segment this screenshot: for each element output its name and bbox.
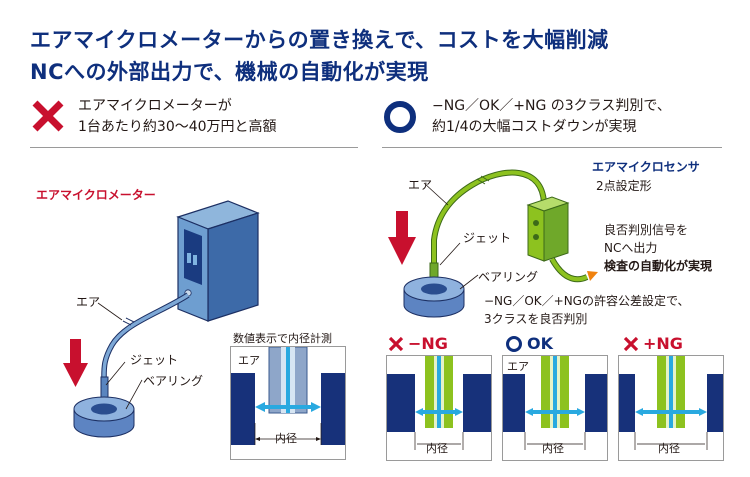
class-header-minus-ng: −NG [388, 334, 448, 353]
class-air-label: エア [507, 360, 529, 373]
cross-mark-icon [388, 336, 404, 351]
tolerance-line-1: −NG／OK／+NGの許容公差設定で、 [484, 294, 690, 308]
cross-mark-icon [32, 100, 64, 132]
class-label: +NG [643, 334, 683, 353]
left-jet-label: ジェット [130, 353, 179, 367]
right-lead-line-2: 約1/4の大幅コストダウンが実現 [432, 119, 637, 135]
signal-line-3: 検査の自動化が実現 [604, 259, 713, 273]
inset-diameter-label: 内径 [275, 432, 297, 445]
right-divider [382, 147, 722, 148]
class-label: −NG [408, 334, 448, 353]
circle-mark-icon [384, 101, 416, 133]
left-air-label: エア [76, 295, 101, 309]
sensor-sub-label: 2点設定形 [596, 179, 652, 193]
air-micrometer-label: エアマイクロメーター [36, 188, 156, 202]
signal-line-1: 良否判別信号を [604, 223, 689, 237]
air-micro-sensor [526, 196, 570, 262]
tolerance-line-2: 3クラスを良否判別 [484, 312, 588, 326]
air-micro-sensor-illustration [388, 169, 598, 318]
inset-air-label: エア [238, 354, 260, 367]
headline-line-1: エアマイクロメーターからの置き換えで、コストを大幅削減 [30, 28, 609, 52]
left-divider [30, 147, 358, 148]
output-arrow-icon [587, 271, 598, 281]
class-diameter-label: 内径 [658, 442, 680, 455]
right-lead-line-1: −NG／OK／+NG の3クラス判別で、 [432, 98, 671, 114]
bearing-left [73, 396, 135, 438]
down-arrow-icon [63, 339, 88, 387]
class-diagram-plus-ng [619, 356, 723, 450]
left-lead-line-2: 1台あたり約30〜40万円と高額 [78, 119, 277, 135]
left-bearing-label: ベアリング [143, 374, 204, 388]
right-air-label: エア [408, 178, 433, 192]
right-bearing-label: ベアリング [478, 270, 539, 284]
sensor-label: エアマイクロセンサ [592, 160, 700, 174]
class-header-plus-ng: +NG [623, 334, 683, 353]
inset-diagram [231, 347, 345, 445]
cross-mark-icon [623, 336, 639, 351]
signal-line-2: NCへ出力 [604, 241, 658, 255]
left-lead-line-1: エアマイクロメーターが [78, 98, 232, 114]
class-diagram-minus-ng [387, 356, 491, 450]
down-arrow-icon [388, 211, 416, 265]
headline-line-2: NCへの外部出力で、機械の自動化が実現 [30, 60, 429, 84]
class-diameter-label: 内径 [426, 442, 448, 455]
class-label: OK [527, 334, 553, 353]
bearing-right [403, 276, 465, 318]
class-diagram-ok [503, 356, 607, 450]
right-jet-label: ジェット [463, 231, 512, 245]
air-micrometer-device [176, 200, 260, 322]
class-header-ok: OK [505, 334, 553, 353]
class-diameter-label: 内径 [542, 442, 564, 455]
circle-mark-icon [506, 335, 522, 352]
inset-title: 数値表示で内径計測 [233, 332, 332, 345]
air-micrometer-illustration [63, 200, 260, 438]
